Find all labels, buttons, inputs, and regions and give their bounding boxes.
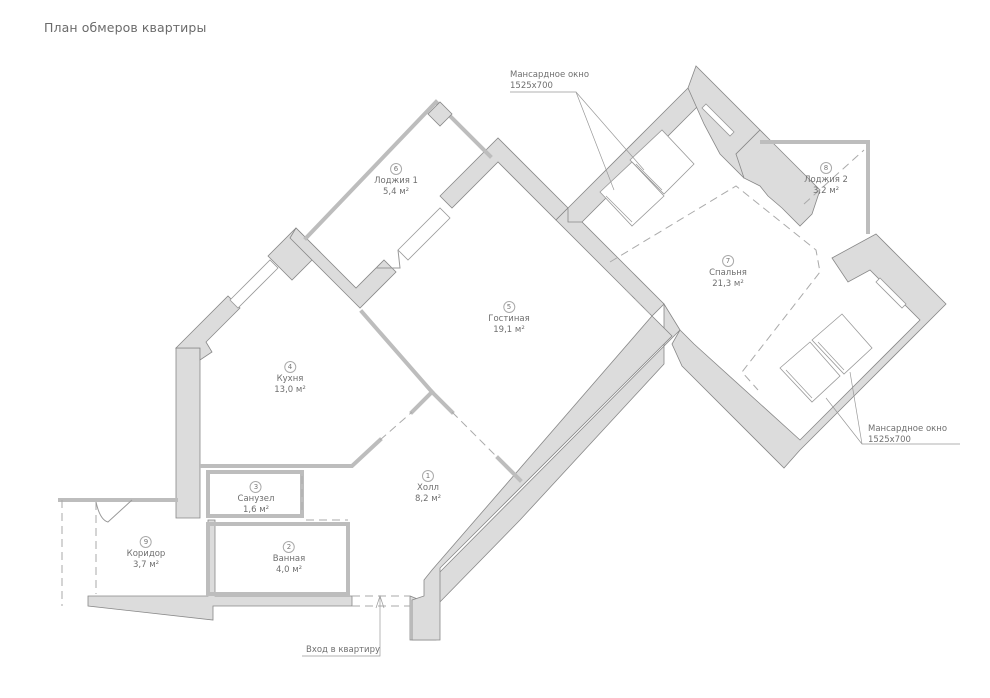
wall-loggia1-outer: [303, 99, 493, 241]
room-label-loggia-2: 8 Лоджия 2 3,2 м²: [804, 162, 848, 196]
loggia1-column: [427, 101, 453, 127]
annotation-entrance: Вход в квартиру: [306, 645, 381, 655]
window-loggia1: [397, 207, 451, 261]
wall-hall-se: [409, 302, 681, 641]
entrance-arrow: [375, 594, 385, 609]
window-kitchen: [229, 259, 279, 309]
annotation-skylight-bottom: Мансардное окно 1525x700: [868, 424, 948, 445]
loggia2-door: [803, 149, 865, 205]
opening-hall-living: [451, 411, 499, 459]
radiator-bedroom-top: [701, 103, 735, 137]
room-label-bedroom: 7 Спальня 21,3 м²: [709, 255, 747, 289]
wall-kitchen-bottom: [200, 437, 383, 468]
wall-loggia2-outer: [760, 140, 870, 234]
bedroom-ceiling-slope: [609, 185, 821, 391]
wall-wc-box: [206, 470, 304, 518]
room-label-corridor: 9 Коридор 3,7 м²: [126, 536, 166, 570]
wall-living-sw: [359, 309, 455, 415]
door-swing-corridor: [95, 499, 133, 523]
room-label-loggia-1: 6 Лоджия 1 5,4 м²: [374, 163, 418, 197]
leader-skylight-bottom-2: [849, 371, 863, 445]
room-label-bathroom: 2 Ванная 4,0 м²: [272, 541, 306, 575]
wall-left-vertical: [175, 347, 201, 519]
radiator-bedroom-right: [875, 277, 907, 309]
room-label-living: 5 Гостиная 19,1 м²: [488, 301, 530, 335]
skylights-top: [599, 129, 695, 227]
annotation-skylight-top: Мансардное окно 1525x700: [510, 70, 590, 91]
room-label-hall: 1 Холл 8,2 м²: [414, 470, 442, 504]
wall-hall-ne: [495, 455, 523, 483]
leader-entrance: [302, 596, 381, 657]
room-label-wc: 3 Санузел 1,6 м²: [237, 481, 275, 515]
skylights-bottom: [779, 313, 873, 403]
leader-skylight-top-2: [575, 91, 645, 171]
wall-kitchen-top: [289, 227, 397, 309]
page-title: План обмеров квартиры: [44, 20, 207, 35]
door-swing-loggia1: [376, 249, 401, 269]
wall-bath-box: [206, 522, 350, 596]
opening-living-bedroom: [625, 289, 653, 317]
wall-hall-se-main: [411, 315, 673, 641]
wall-living-nw: [439, 137, 569, 221]
opening-hall-kitchen: [379, 411, 413, 441]
wall-bedroom-mid: [735, 129, 821, 227]
wall-bedroom-se: [671, 233, 947, 469]
wall-kitchen-se: [409, 389, 435, 415]
room-label-kitchen: 4 Кухня 13,0 м²: [274, 361, 306, 395]
